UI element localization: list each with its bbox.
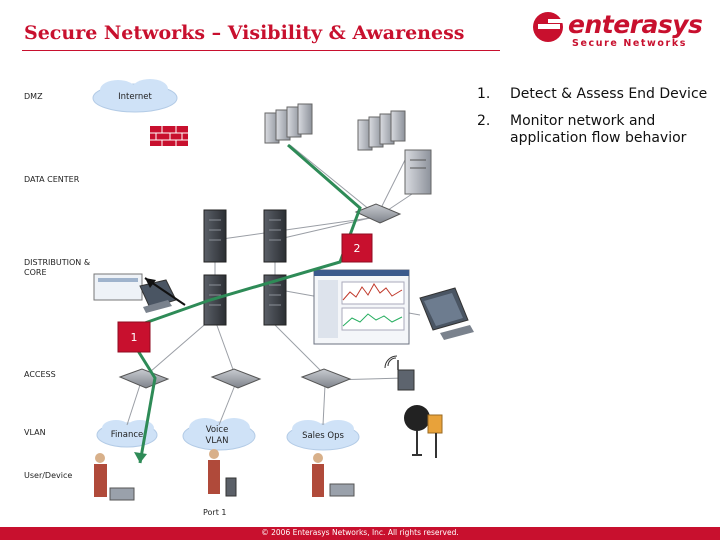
monitoring-console-screenshot: [313, 269, 410, 345]
step-marker-2-label: 2: [354, 242, 361, 255]
firewall-icon: [150, 126, 188, 146]
title-divider: [22, 50, 500, 51]
finance-cloud: [96, 420, 158, 448]
server-tower: [404, 149, 432, 195]
step-number: 1.: [477, 86, 491, 102]
step-number: 2.: [477, 113, 491, 129]
sales-user-icon: [312, 453, 355, 497]
cloud-label-voice-vlan: Voice VLAN: [205, 425, 229, 446]
copyright-text: © 2006 Enterasys Networks, Inc. All righ…: [261, 528, 459, 537]
logo-mark-icon: [533, 12, 564, 42]
logo-tagline: Secure Networks: [572, 38, 688, 49]
step-text: Detect & Assess End Device: [510, 86, 708, 102]
layer-label-distribution-core: DISTRIBUTION & CORE: [24, 258, 91, 277]
management-workstation-left: [93, 273, 177, 313]
port-label: Port 1: [203, 508, 227, 517]
layer-label-access: ACCESS: [24, 370, 56, 379]
footer-bar: © 2006 Enterasys Networks, Inc. All righ…: [0, 527, 720, 540]
server-cluster-right: [357, 110, 406, 151]
cloud-label-internet: Internet: [118, 92, 152, 102]
ip-phone-user-icon: [208, 449, 237, 497]
enterasys-logo: enterasys Secure Networks: [530, 10, 710, 52]
voice-vlan-cloud: [182, 418, 256, 451]
step-text: Monitor network and application flow beh…: [510, 113, 687, 146]
flow-arrow-icon: [134, 452, 147, 463]
step-item: 1. Detect & Assess End Device: [477, 86, 717, 103]
access-switch-center: [210, 368, 262, 389]
sales-ops-cloud: [286, 420, 360, 451]
page-title: Secure Networks – Visibility & Awareness: [24, 22, 465, 44]
wireless-user-icon: [404, 405, 443, 458]
core-chassis-icon: [203, 209, 287, 326]
finance-user-icon: [94, 453, 135, 501]
step-marker-1: 1: [117, 321, 151, 353]
cloud-label-sales-ops: Sales Ops: [302, 431, 344, 441]
wireless-access-point-icon: [384, 355, 415, 391]
detection-arrow-icon: [145, 278, 156, 288]
internet-cloud: [92, 79, 178, 113]
access-switch-right: [300, 368, 352, 389]
step-marker-1-label: 1: [131, 331, 138, 344]
access-switch-left: [118, 368, 170, 389]
layer-label-data-center: DATA CENTER: [24, 175, 80, 184]
network-diagram: 2 1: [92, 79, 474, 501]
step-item: 2. Monitor network and application flow …: [477, 113, 717, 147]
datacenter-switch-icon: [354, 203, 402, 224]
layer-label-user-device: User/Device: [24, 471, 73, 480]
steps-list: 1. Detect & Assess End Device 2. Monitor…: [477, 86, 717, 157]
step-marker-2: 2: [341, 233, 373, 263]
layer-label-vlan: VLAN: [24, 428, 46, 437]
flow-path-line: [122, 143, 362, 464]
logo-wordmark: enterasys: [568, 10, 703, 39]
cloud-label-finance: Finance: [110, 430, 144, 440]
monitoring-workstation-right: [419, 287, 474, 340]
layer-label-dmz: DMZ: [24, 92, 43, 101]
server-cluster-left: [264, 103, 313, 144]
